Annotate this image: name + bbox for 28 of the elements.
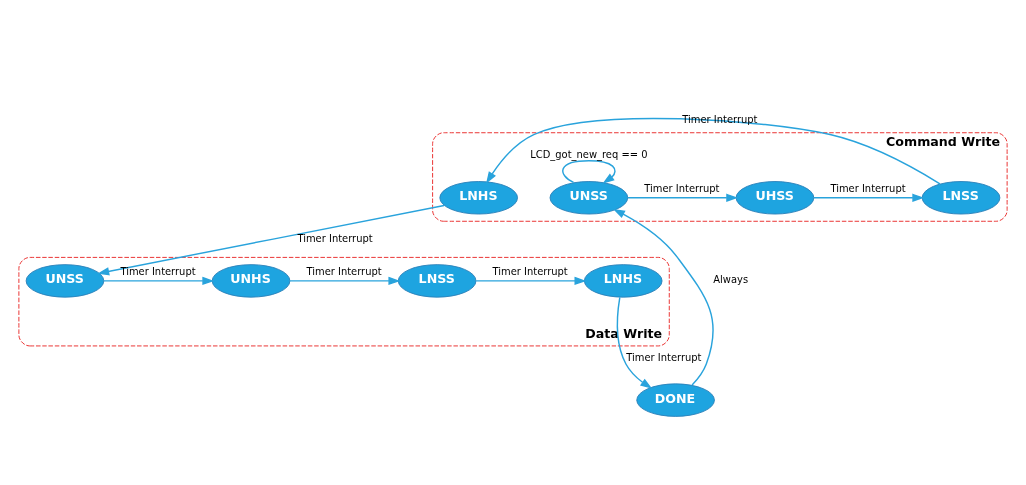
arrow	[486, 117, 941, 185]
arrow	[562, 160, 616, 184]
arrow	[475, 276, 587, 286]
arrow	[613, 208, 714, 386]
node-ellipse: LNSS	[921, 181, 1001, 215]
edge-label: Timer Interrupt	[644, 183, 720, 195]
node-ellipse: UNHS	[211, 264, 291, 298]
node-ellipse: LNSS	[397, 264, 477, 298]
edge-label: Always	[713, 274, 749, 286]
node-ellipse: UNSS	[25, 264, 105, 298]
node-ellipse: LNHS	[439, 181, 518, 215]
edge-label: LCD_got_new_req == 0	[530, 148, 648, 160]
arrow	[289, 276, 401, 286]
edge-label: Timer Interrupt	[492, 266, 568, 278]
edge-label: Timer Interrupt	[306, 266, 382, 278]
arrow	[616, 296, 653, 389]
node-ellipse: UHSS	[735, 181, 815, 215]
node-ellipse: LNHS	[583, 264, 663, 298]
node-ellipse: DONE	[636, 383, 715, 417]
arrow	[813, 193, 925, 202]
node-ellipse: UNSS	[549, 181, 629, 215]
edge-label: Timer Interrupt	[120, 266, 196, 278]
edge-label: Timer Interrupt	[626, 352, 702, 364]
arrow	[627, 193, 739, 202]
arrow	[97, 204, 445, 276]
edge-label: Timer Interrupt	[297, 232, 373, 244]
arrow	[103, 276, 215, 286]
edge-label: Timer Interrupt	[830, 183, 906, 195]
